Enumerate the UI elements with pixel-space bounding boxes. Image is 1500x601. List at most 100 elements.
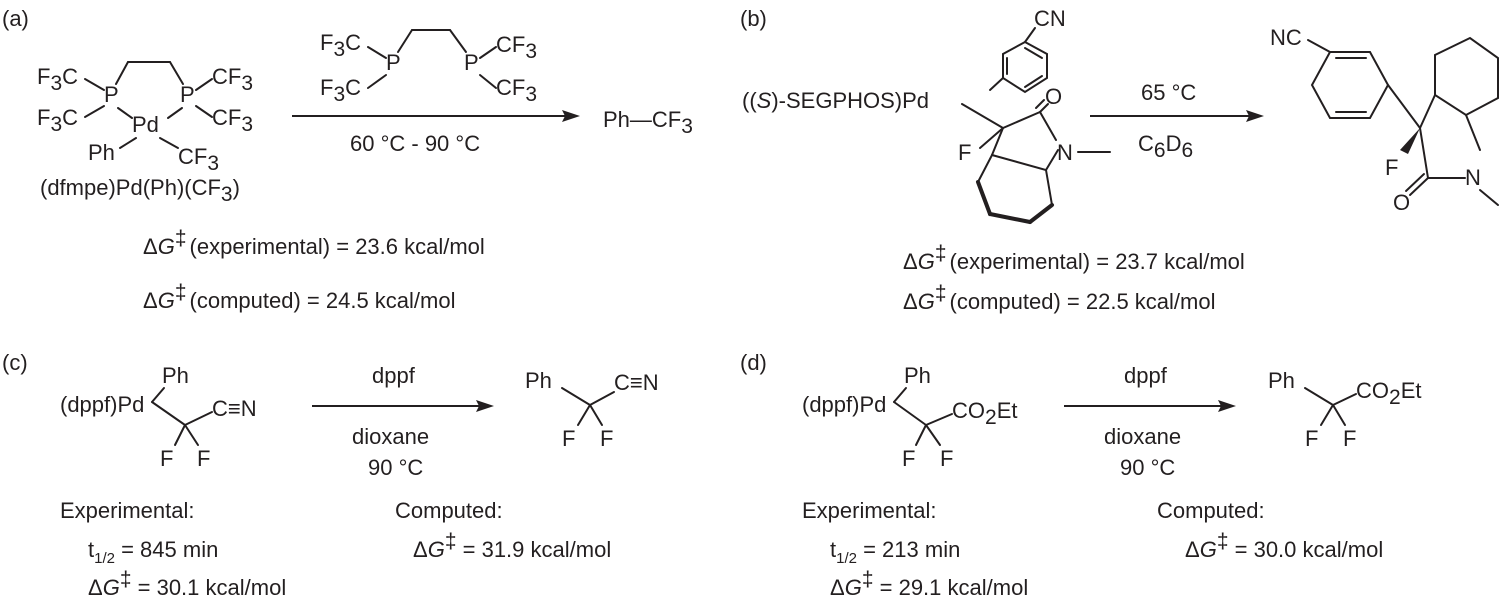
dg-computed: ΔG‡ = 31.9 kcal/mol	[413, 530, 611, 562]
product-fluorine-1: F	[562, 426, 575, 451]
bond	[1405, 173, 1425, 192]
fluorine: F	[958, 140, 971, 165]
cf3-bottom-right: CF3	[212, 105, 253, 136]
cf3-top-right: CF3	[212, 64, 253, 95]
fluorine-2: F	[940, 446, 953, 471]
reactant-name: (dfmpe)Pd(Ph)(CF3)	[40, 175, 240, 206]
reagent-cf3-top: CF3	[496, 32, 537, 63]
bond	[449, 29, 467, 53]
bond	[159, 137, 179, 149]
arrow-head	[1218, 400, 1236, 412]
solvent: dioxane	[352, 424, 429, 449]
bond	[115, 61, 129, 85]
reagent-cf3-bottom: CF3	[496, 75, 537, 106]
nitrogen: N	[1057, 140, 1073, 165]
product-fluorine-2: F	[1343, 426, 1356, 451]
dg-experimental: ΔG‡ = 29.1 kcal/mol	[830, 568, 1028, 600]
product-fluorine-1: F	[1305, 426, 1318, 451]
bond	[195, 78, 213, 91]
product: Ph—CF3	[603, 107, 693, 138]
bond	[184, 424, 199, 446]
bond	[976, 180, 992, 216]
dg-computed: ΔG‡(computed) = 24.5 kcal/mol	[143, 281, 455, 313]
fluorine-1: F	[160, 446, 173, 471]
product-fluorine-2: F	[600, 426, 613, 451]
reagent-p-left: P	[386, 50, 401, 75]
dppf-pd: (dppf)Pd	[802, 392, 886, 417]
panel-d: (d) Ph (dppf)Pd CO2Et F F dppf dioxane 9…	[740, 350, 1421, 600]
bond	[1002, 111, 1041, 129]
f3c-top-left: F3C	[37, 64, 78, 95]
segphos-pd: ((S)-SEGPHOS)Pd	[742, 88, 929, 113]
bond	[1465, 114, 1481, 151]
bond	[589, 404, 603, 426]
bond	[167, 107, 183, 119]
panel-c: (c) Ph (dppf)Pd C≡N F F dppf dioxane 90 …	[2, 350, 659, 600]
f3c-bottom-left: F3C	[37, 105, 78, 136]
bond	[893, 387, 907, 403]
bond	[479, 46, 497, 59]
arrow-head	[476, 400, 494, 412]
bond	[893, 401, 927, 426]
bond	[925, 413, 953, 426]
product-nitrogen: N	[1465, 165, 1481, 190]
bond	[479, 74, 497, 89]
bond	[1039, 111, 1057, 141]
bond	[1024, 27, 1036, 43]
temperature: 90 °C	[368, 455, 423, 480]
bond	[184, 411, 213, 426]
reagent: dppf	[372, 363, 416, 388]
phenyl: Ph	[162, 363, 189, 388]
bond	[1028, 203, 1054, 224]
bond	[151, 401, 186, 426]
bond	[397, 29, 413, 53]
product-phenyl: Ph	[1268, 368, 1295, 393]
bond	[1332, 404, 1346, 426]
bond	[1035, 99, 1045, 109]
wedge-bond	[1400, 128, 1420, 154]
fluorine-2: F	[197, 446, 210, 471]
palladium: Pd	[132, 112, 159, 137]
cyano-group: CN	[1034, 6, 1066, 31]
bond	[1304, 387, 1334, 406]
arrow-head	[562, 110, 580, 122]
half-life: t1/2 = 845 min	[88, 537, 218, 567]
reagent-f3c-bottom: F3C	[320, 75, 361, 106]
aryl-ring	[1002, 40, 1048, 94]
reagent-p-right: P	[464, 50, 479, 75]
experimental-title: Experimental:	[802, 498, 937, 523]
bond	[84, 105, 105, 118]
bond	[84, 78, 105, 91]
conditions: 60 °C - 90 °C	[350, 131, 480, 156]
bond	[961, 103, 1004, 129]
bond	[367, 74, 387, 89]
bond	[1409, 177, 1429, 196]
half-life: t1/2 = 213 min	[830, 537, 960, 567]
bond	[988, 212, 1032, 224]
nitrile-group: C≡N	[212, 396, 257, 421]
phenyl: Ph	[904, 363, 931, 388]
panel-b-label: (b)	[740, 6, 767, 31]
bond	[991, 127, 1004, 156]
bond	[1039, 103, 1049, 113]
bond	[925, 424, 941, 446]
solvent: C6D6	[1138, 131, 1193, 162]
dg-computed: ΔG‡(computed) = 22.5 kcal/mol	[903, 282, 1215, 314]
bond	[915, 424, 927, 446]
phosphorus-left: P	[104, 82, 119, 107]
bond	[979, 127, 1004, 149]
panel-c-label: (c)	[2, 350, 28, 375]
product-cyano: NC	[1270, 25, 1302, 50]
product-nitrile: C≡N	[614, 370, 659, 395]
bond	[989, 77, 1004, 91]
dg-computed: ΔG‡ = 30.0 kcal/mol	[1185, 530, 1383, 562]
panel-a: (a) F3C P F3C P CF3 CF3 Pd Ph CF3 (dfmpe…	[2, 6, 693, 313]
cf3-pd: CF3	[178, 144, 219, 175]
bond	[1479, 189, 1499, 206]
bond	[561, 387, 591, 406]
bond	[1419, 127, 1429, 179]
product-ester: CO2Et	[1356, 378, 1421, 409]
bond	[1024, 75, 1043, 88]
panel-d-label: (d)	[740, 350, 767, 375]
